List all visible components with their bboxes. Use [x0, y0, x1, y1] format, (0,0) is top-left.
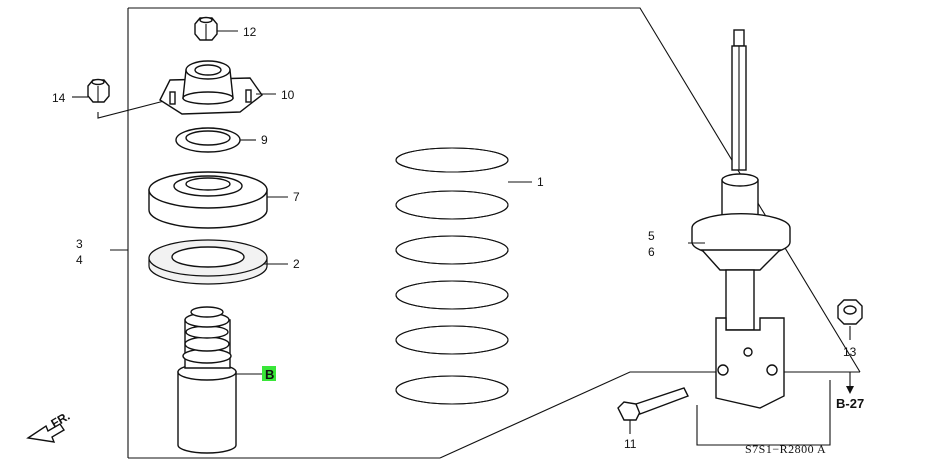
- part-5-6-strut: [688, 29, 791, 409]
- callout-11: 11: [624, 437, 637, 451]
- part-12-nut: [194, 16, 238, 41]
- callout-3: 3: [76, 237, 83, 251]
- front-direction-arrow: [26, 423, 65, 443]
- callout-1: 1: [537, 175, 544, 189]
- ref-b27-label: B-27: [836, 396, 864, 411]
- callout-5: 5: [648, 229, 655, 243]
- part-11-bolt: [617, 387, 689, 434]
- ref-b-label: B: [265, 367, 274, 382]
- callout-12: 12: [243, 25, 257, 39]
- part-14-nut: [72, 78, 169, 119]
- front-label: FR.: [49, 409, 73, 431]
- ref-b-highlight: [262, 366, 276, 381]
- callout-6: 6: [648, 245, 655, 259]
- callout-7: 7: [293, 190, 300, 204]
- b27-reference-arrow: [846, 372, 854, 394]
- part-1-coil-spring: [395, 147, 532, 405]
- drawing-code: S7S1−R2800 A: [745, 442, 826, 456]
- callout-14: 14: [52, 91, 66, 105]
- callout-2: 2: [293, 257, 300, 271]
- callout-9: 9: [261, 133, 268, 147]
- callout-4: 4: [76, 253, 83, 267]
- callout-13: 13: [843, 345, 857, 359]
- callout-10: 10: [281, 88, 295, 102]
- part-10-upper-mount: [159, 60, 276, 115]
- bump-stop-boot: [177, 306, 262, 454]
- part-9-washer: [175, 127, 256, 153]
- part-7-spring-seat: [148, 171, 288, 229]
- part-13-nut: [837, 299, 863, 340]
- part-2-rubber-seat: [148, 239, 288, 285]
